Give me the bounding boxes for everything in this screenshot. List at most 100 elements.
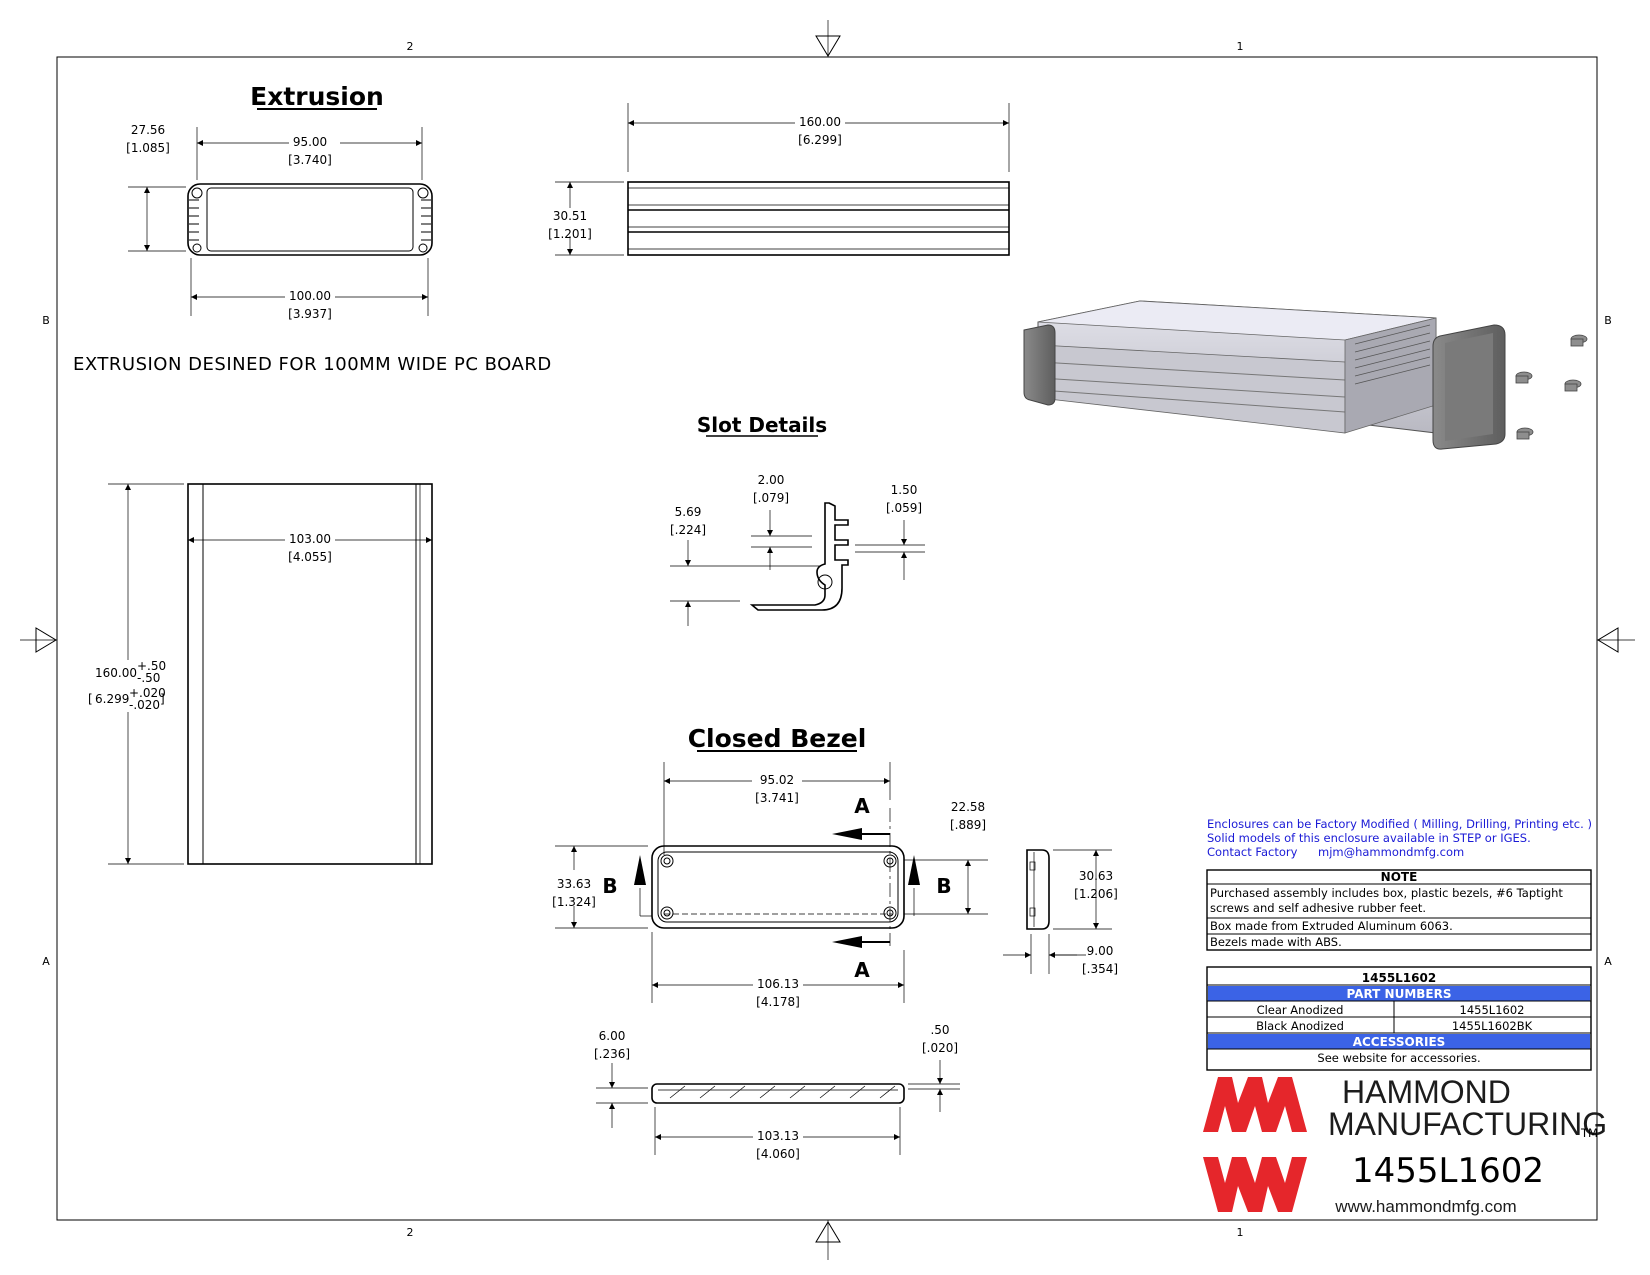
svg-text:B: B [602, 874, 617, 898]
extrusion-profile [187, 183, 433, 256]
note-row-1-line-2: screws and self adhesive rubber feet. [1210, 901, 1426, 915]
dim-extrusion-height: 27.56 [131, 123, 165, 137]
brand-trademark: TM [1580, 1126, 1598, 1140]
zone-left-a: A [42, 955, 50, 968]
part-numbers-header: PART NUMBERS [1347, 987, 1452, 1001]
closed-bezel-front [651, 845, 905, 929]
part-row-1-finish: Clear Anodized [1257, 1003, 1344, 1017]
svg-text:B: B [936, 874, 951, 898]
info-models-note: Solid models of this enclosure available… [1207, 831, 1531, 845]
info-modification-note: Enclosures can be Factory Modified ( Mil… [1207, 817, 1592, 831]
brand-part-number: 1455L1602 [1352, 1151, 1544, 1191]
parts-table-title: 1455L1602 [1362, 971, 1436, 985]
dim-slot-depth-in: [.224] [670, 523, 706, 537]
extrusion-design-note: EXTRUSION DESINED FOR 100MM WIDE PC BOAR… [73, 354, 552, 375]
closed-bezel-title: Closed Bezel [688, 724, 867, 753]
svg-text:+.50: +.50 [137, 659, 166, 673]
brand-line-2: MANUFACTURING [1328, 1106, 1607, 1142]
dim-bezel-inner-width: 103.13 [757, 1129, 799, 1143]
dim-slot-wall: 1.50 [891, 483, 918, 497]
brand-line-1: HAMMOND [1342, 1074, 1511, 1110]
svg-text:-.020: -.020 [129, 698, 160, 712]
center-mark-top [815, 20, 841, 57]
section-a-bottom: A [832, 936, 890, 982]
accessories-header: ACCESSORIES [1353, 1035, 1446, 1049]
svg-text:6.299: 6.299 [95, 692, 129, 706]
dim-bezel-hole-spacing: 95.02 [760, 773, 794, 787]
extrusion-title: Extrusion [250, 82, 384, 111]
svg-text:-.50: -.50 [137, 671, 160, 685]
dim-side-height: 30.51 [553, 209, 587, 223]
slot-detail-profile [749, 502, 849, 611]
dim-slot-gap: 2.00 [758, 473, 785, 487]
svg-text:[: [ [88, 692, 93, 706]
dim-bezel-lip: 6.00 [599, 1029, 626, 1043]
section-b-left: B [602, 855, 646, 898]
dim-extrusion-inner-width-in: [3.740] [288, 153, 332, 167]
note-row-2: Box made from Extruded Aluminum 6063. [1210, 919, 1453, 933]
accessories-text: See website for accessories. [1317, 1051, 1480, 1065]
dim-top-length: 160.00 [95, 666, 137, 680]
center-mark-right [1597, 627, 1635, 653]
note-row-1-line-1: Purchased assembly includes box, plastic… [1210, 886, 1563, 900]
part-numbers-table: 1455L1602 PART NUMBERS Clear Anodized 14… [1206, 966, 1592, 1071]
dim-bezel-width: 106.13 [757, 977, 799, 991]
dim-side-height-in: [1.201] [548, 227, 592, 241]
contact-email-link[interactable]: mjm@hammondmfg.com [1318, 845, 1464, 859]
dim-bezel-inner-width-in: [4.060] [756, 1147, 800, 1161]
dim-top-length-tolerance: 160.00 +.50 -.50 [ 6.299 +.020 -.020 ] [88, 659, 166, 712]
dim-bezel-side-height-in: [1.206] [1074, 887, 1118, 901]
dim-extrusion-inner-width: 95.00 [293, 135, 327, 149]
svg-text:A: A [854, 794, 870, 818]
extrusion-side-view [627, 181, 1010, 256]
center-mark-bottom [815, 1220, 841, 1260]
part-row-2-number: 1455L1602BK [1452, 1019, 1533, 1033]
accessories-header-bar [1208, 1034, 1590, 1049]
part-numbers-header-bar [1208, 986, 1590, 1001]
dim-bezel-width-in: [4.178] [756, 995, 800, 1009]
dim-bezel-wall-in: [.020] [922, 1041, 958, 1055]
zone-top-2: 2 [407, 40, 414, 53]
slot-details-title: Slot Details [697, 413, 827, 437]
website-link[interactable]: www.hammondmfg.com [1334, 1197, 1516, 1216]
svg-text:A: A [854, 958, 870, 982]
contact-label: Contact Factory [1207, 845, 1298, 859]
closed-bezel-top [651, 1083, 905, 1104]
dim-bezel-hole-spacing-in: [3.741] [755, 791, 799, 805]
dim-bezel-depth-in: [.354] [1082, 962, 1118, 976]
svg-text:+.020: +.020 [129, 686, 166, 700]
note-row-3: Bezels made with ABS. [1210, 935, 1342, 949]
zone-bottom-1: 1 [1237, 1226, 1244, 1239]
dim-extrusion-outer-width: 100.00 [289, 289, 331, 303]
zone-top-1: 1 [1237, 40, 1244, 53]
dim-bezel-depth: 9.00 [1087, 944, 1114, 958]
dim-slot-gap-in: [.079] [753, 491, 789, 505]
dim-top-width: 103.00 [289, 532, 331, 546]
notes-header: NOTE [1381, 870, 1418, 884]
dim-slot-wall-in: [.059] [886, 501, 922, 515]
notes-table: NOTE Purchased assembly includes box, pl… [1206, 869, 1592, 951]
dim-bezel-side-height: 30.63 [1079, 869, 1113, 883]
dim-bezel-right-height-in: [.889] [950, 818, 986, 832]
drawing-border [56, 56, 1598, 1221]
dim-extrusion-outer-width-in: [3.937] [288, 307, 332, 321]
dim-bezel-wall: .50 [930, 1023, 949, 1037]
center-mark-left [20, 627, 57, 653]
dim-bezel-right-height: 22.58 [951, 800, 985, 814]
dim-bezel-height: 33.63 [557, 877, 591, 891]
extrusion-top-view [187, 483, 433, 865]
dim-top-width-in: [4.055] [288, 550, 332, 564]
dim-extrusion-height-in: [1.085] [126, 141, 170, 155]
zone-bottom-2: 2 [407, 1226, 414, 1239]
zone-left-b: B [42, 314, 50, 327]
dim-side-length: 160.00 [799, 115, 841, 129]
dim-slot-depth: 5.69 [675, 505, 702, 519]
section-a-top: A [832, 794, 890, 840]
zone-right-b: B [1604, 314, 1612, 327]
dim-bezel-lip-in: [.236] [594, 1047, 630, 1061]
enclosure-isometric-render [1023, 300, 1588, 450]
hammond-logo [1203, 1077, 1307, 1212]
part-row-2-finish: Black Anodized [1256, 1019, 1344, 1033]
zone-right-a: A [1604, 955, 1612, 968]
